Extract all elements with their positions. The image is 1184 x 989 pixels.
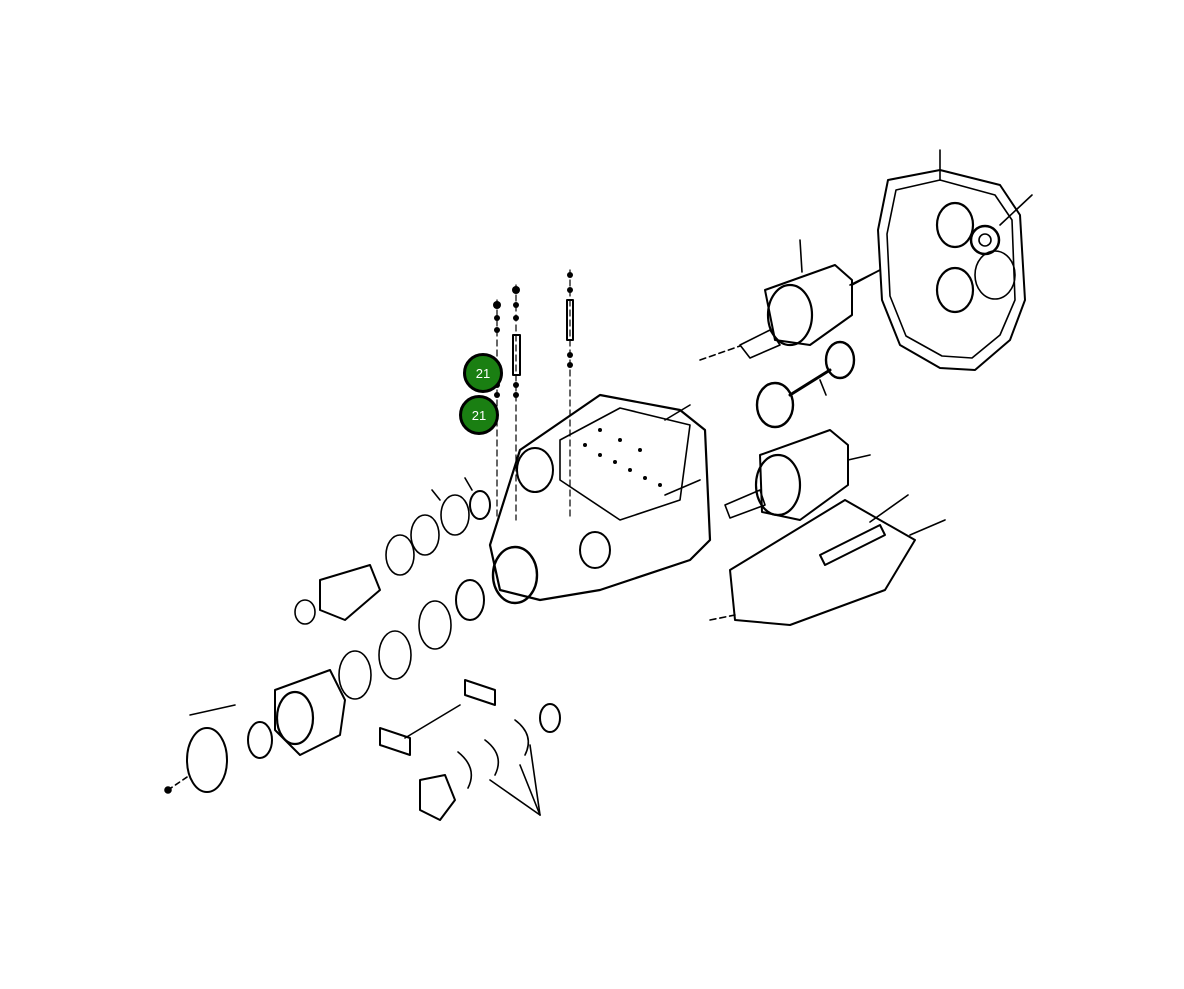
rear-cover-housing [849,149,1033,371]
output-housing [164,669,346,794]
gaskets [294,477,491,700]
bolt-stacks [493,269,574,521]
main-gearbox-case [488,393,712,605]
lower-covers [379,679,561,821]
upper-shaft-gear [699,239,881,361]
counter-shaft [755,340,856,429]
oil-pan [709,494,946,626]
lower-shaft-gear [724,429,871,521]
callout-21-lower[interactable]: 21 [459,395,499,435]
callout-21-upper[interactable]: 21 [463,353,503,393]
